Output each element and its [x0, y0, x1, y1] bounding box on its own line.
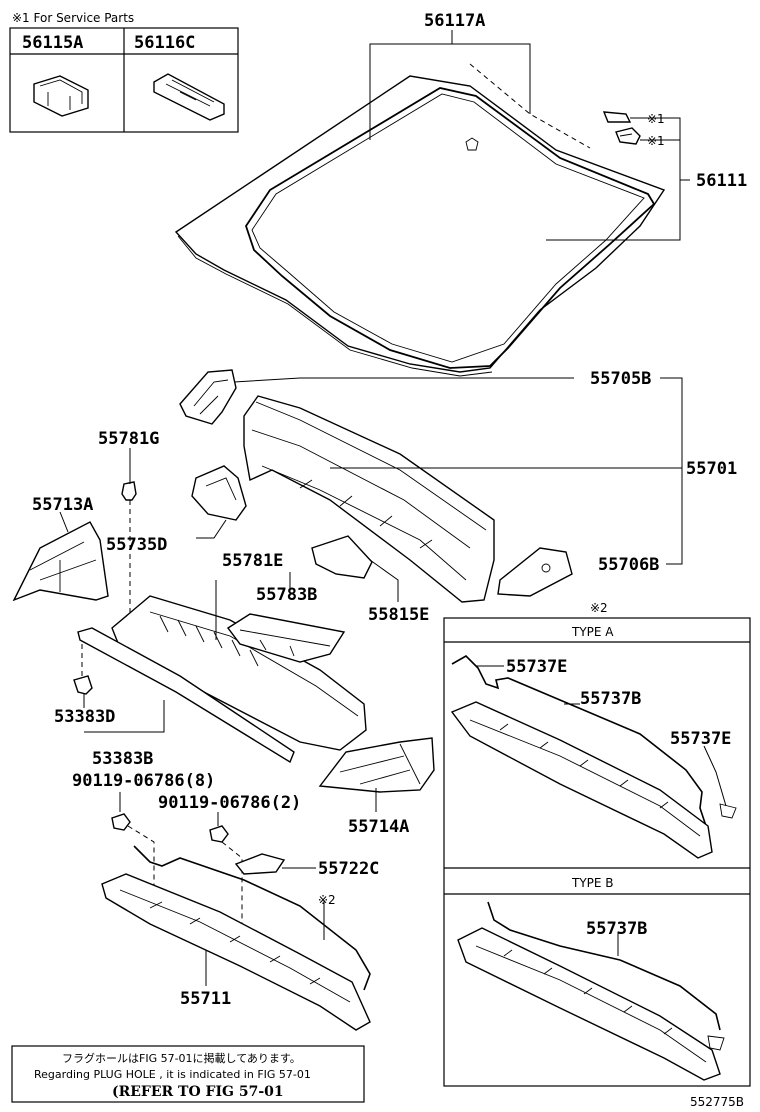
clip-53383D-drawing	[73, 675, 93, 695]
type-a-part-55737E-1: 55737E	[506, 657, 567, 677]
label-55705B: 55705B	[590, 369, 651, 389]
label-55781E: 55781E	[222, 551, 283, 571]
label-53383D: 53383D	[54, 707, 115, 727]
variants-box: ※2 TYPE A TYPE B 55737E 55737B 55737E	[443, 601, 751, 1087]
seal-55735D-drawing	[191, 465, 247, 521]
label-55781G: 55781G	[98, 429, 159, 449]
label-90119-06786-2: 90119-06786(2)	[158, 793, 301, 813]
bolt-8-drawing	[111, 813, 131, 831]
cowl-panel-55711-drawing	[101, 873, 371, 1031]
extension-55783B-drawing	[226, 613, 346, 663]
type-b-title: TYPE B	[571, 876, 614, 890]
clip-56115A-drawing	[33, 75, 89, 117]
service-part-56116C: 56116C	[134, 33, 195, 53]
label-55701: 55701	[686, 459, 737, 479]
label-55714A: 55714A	[348, 817, 409, 837]
type-b-part-55737B: 55737B	[586, 919, 647, 939]
note-reference: (REFER TO FIG 57-01	[112, 1084, 284, 1100]
side-panel-55714A-drawing	[318, 737, 435, 793]
label-mark2: ※2	[318, 893, 336, 907]
plug-hole-note: フラグホールはFIG 57-01に掲載してあります。 Regarding PLU…	[11, 1045, 365, 1103]
type-a-drawing	[450, 655, 737, 859]
service-part-56115A: 56115A	[22, 33, 83, 53]
type-a-part-55737B: 55737B	[580, 689, 641, 709]
weatherstrip-53383B-drawing	[77, 627, 295, 764]
service-parts-header: ※1 For Service Parts	[12, 11, 134, 25]
bracket-55705B-drawing	[179, 369, 237, 425]
bracket-55706B-drawing	[497, 547, 573, 597]
label-55711: 55711	[180, 989, 231, 1009]
label-56117A: 56117A	[424, 11, 485, 31]
type-a-title: TYPE A	[571, 625, 614, 639]
clip-56116C-drawing	[153, 73, 225, 121]
label-55815E: 55815E	[368, 605, 429, 625]
label-mark1-b: ※1	[647, 134, 665, 148]
variants-mark: ※2	[590, 601, 608, 615]
figure-id: 552775B	[690, 1095, 744, 1109]
side-panel-55713A-drawing	[12, 521, 109, 602]
label-55713A: 55713A	[32, 495, 93, 515]
label-55783B: 55783B	[256, 585, 317, 605]
note-english: Regarding PLUG HOLE , it is indicated in…	[34, 1068, 311, 1081]
label-mark1-a: ※1	[647, 112, 665, 126]
type-b-drawing	[457, 901, 725, 1081]
label-55706B: 55706B	[598, 555, 659, 575]
cowl-top-panel-55701-drawing	[243, 395, 495, 603]
seal-55815E-drawing	[311, 535, 373, 579]
windshield-glass-drawing	[174, 75, 666, 377]
bracket-55722C-drawing	[234, 853, 286, 875]
label-56111: 56111	[696, 171, 747, 191]
clip-55781G-drawing	[121, 481, 137, 501]
bolt-2-drawing	[209, 825, 229, 843]
type-a-part-55737E-2: 55737E	[670, 729, 731, 749]
service-parts-box: ※1 For Service Parts 56115A 56116C	[9, 11, 239, 133]
label-55735D: 55735D	[106, 535, 167, 555]
label-90119-06786-8: 90119-06786(8)	[72, 771, 215, 791]
label-53383B: 53383B	[92, 749, 153, 769]
label-55722C: 55722C	[318, 859, 379, 879]
note-japanese: フラグホールはFIG 57-01に掲載してあります。	[62, 1051, 301, 1065]
